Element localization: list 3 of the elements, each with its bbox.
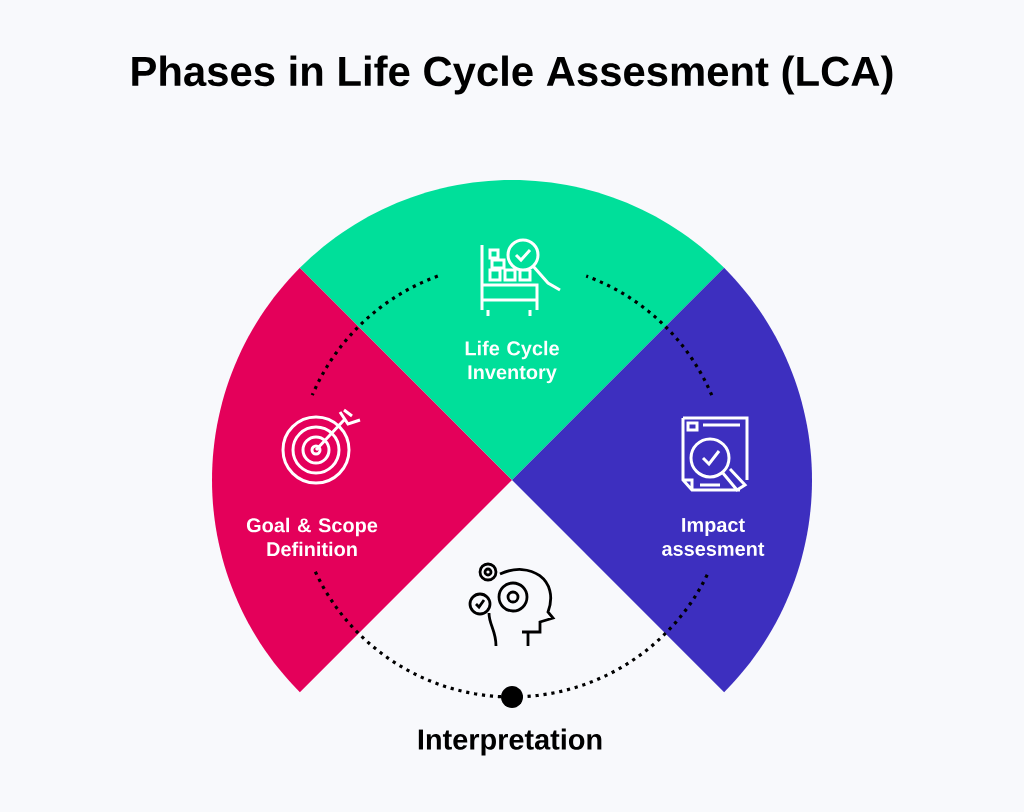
title: Phases in Life Cycle Assesment (LCA) [132, 55, 893, 95]
sector: Life Cycle Inventory [299, 180, 725, 480]
phase-label: Interpretation [418, 728, 602, 756]
